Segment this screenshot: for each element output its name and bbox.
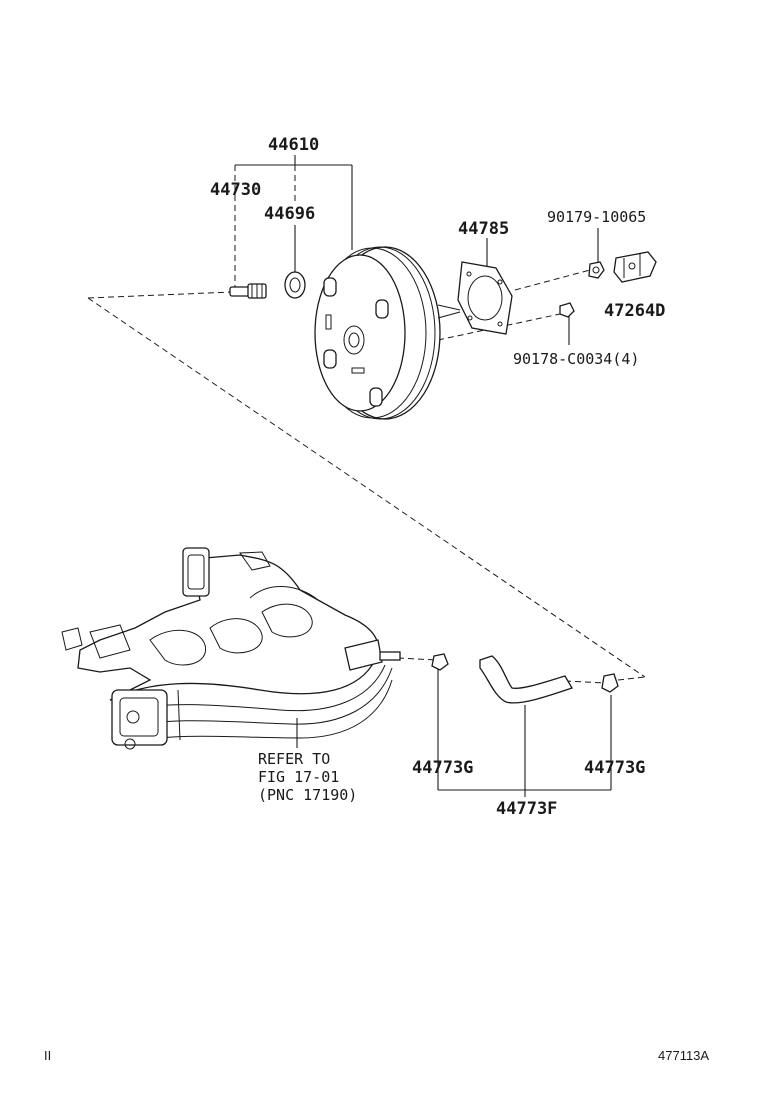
label-44773F: 44773F [496, 799, 557, 819]
seal-44696 [284, 271, 306, 299]
label-90178-C0034: 90178-C0034(4) [513, 350, 639, 368]
bolt-44730 [229, 283, 267, 299]
nut-90179 [588, 261, 605, 279]
intake-manifold [61, 547, 401, 750]
reference-line-2: FIG 17-01 [258, 768, 339, 786]
reference-line-1: REFER TO [258, 750, 330, 768]
label-44730: 44730 [210, 180, 261, 200]
clevis-47264D [613, 251, 657, 283]
clamp-44773G-right [601, 673, 619, 693]
label-44773G-right: 44773G [584, 758, 645, 778]
label-90179-10065: 90179-10065 [547, 208, 646, 226]
clamp-44773G-left [431, 653, 449, 671]
nut-90178 [559, 302, 575, 318]
label-44785: 44785 [458, 219, 509, 239]
figure-code: 477113A [658, 1048, 709, 1063]
leader-lines [234, 155, 612, 797]
label-44773G-left: 44773G [412, 758, 473, 778]
label-44610: 44610 [268, 135, 319, 155]
brake-booster-44610 [314, 246, 461, 420]
label-44696: 44696 [264, 204, 315, 224]
footer-mark: II [44, 1048, 51, 1063]
gasket-44785 [457, 261, 513, 335]
reference-line-3: (PNC 17190) [258, 786, 357, 804]
hose-44773F [479, 655, 573, 704]
label-47264D: 47264D [604, 301, 665, 321]
